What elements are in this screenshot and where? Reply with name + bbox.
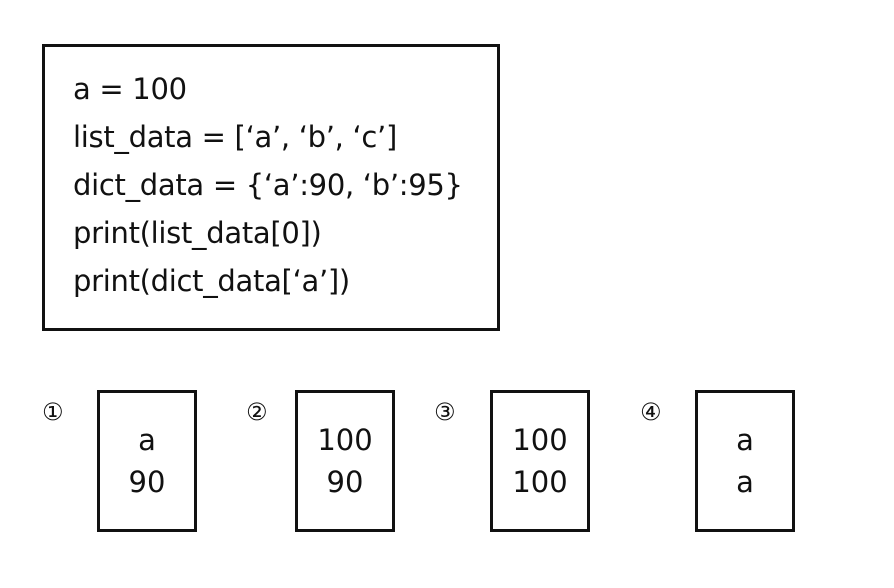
- option-4-number: ④: [640, 398, 662, 426]
- option-2-number: ②: [246, 398, 268, 426]
- option-2-value-1: 100: [317, 423, 373, 457]
- option-1-number: ①: [42, 398, 64, 426]
- option-1-value-1: a: [138, 423, 156, 457]
- option-2-value-2: 90: [326, 465, 364, 499]
- option-4-box[interactable]: a a: [695, 390, 795, 532]
- option-3-value-2: 100: [512, 465, 568, 499]
- option-4-value-2: a: [736, 465, 754, 499]
- code-line-5: print(dict_data[‘a’]): [73, 264, 350, 298]
- option-3-value-1: 100: [512, 423, 568, 457]
- code-line-3: dict_data = {‘a’:90, ‘b’:95}: [73, 168, 463, 202]
- option-2-box[interactable]: 100 90: [295, 390, 395, 532]
- code-line-2: list_data = [‘a’, ‘b’, ‘c’]: [73, 120, 397, 154]
- code-box: a = 100 list_data = [‘a’, ‘b’, ‘c’] dict…: [42, 44, 500, 331]
- option-4-value-1: a: [736, 423, 754, 457]
- option-1-box[interactable]: a 90: [97, 390, 197, 532]
- option-3-box[interactable]: 100 100: [490, 390, 590, 532]
- code-line-4: print(list_data[0]): [73, 216, 322, 250]
- option-3-number: ③: [434, 398, 456, 426]
- option-1-value-2: 90: [128, 465, 166, 499]
- code-line-1: a = 100: [73, 72, 187, 106]
